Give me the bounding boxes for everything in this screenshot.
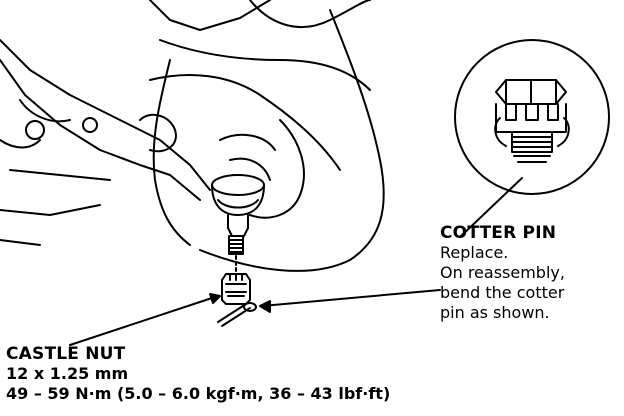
ball-joint bbox=[211, 174, 265, 255]
castle-nut-torque: 49 – 59 N·m (5.0 – 6.0 kgf·m, 36 – 43 lb… bbox=[6, 384, 391, 403]
lower-control-arm bbox=[0, 39, 211, 246]
cotter-pin-title: COTTER PIN bbox=[440, 223, 557, 243]
castle-nut-size: 12 x 1.25 mm bbox=[6, 364, 129, 383]
cotter-pin-callout: COTTER PIN Replace. On reassembly, bend … bbox=[440, 223, 620, 323]
cotter-pin-note-3: bend the cotter bbox=[440, 283, 565, 302]
castle-nut-callout: CASTLE NUT 12 x 1.25 mm 49 – 59 N·m (5.0… bbox=[6, 344, 426, 404]
cotter-pin-note-4: pin as shown. bbox=[440, 303, 550, 322]
cotter-pin-loose bbox=[217, 302, 257, 327]
steering-knuckle-outline bbox=[149, 0, 385, 272]
cotter-pin-note-2: On reassembly, bbox=[440, 263, 565, 282]
cotter-pin-detail-view bbox=[454, 39, 610, 195]
castle-nut-title: CASTLE NUT bbox=[6, 344, 126, 364]
leader-arrows bbox=[69, 177, 523, 346]
cotter-pin-note-1: Replace. bbox=[440, 243, 509, 262]
castle-nut bbox=[221, 273, 251, 305]
